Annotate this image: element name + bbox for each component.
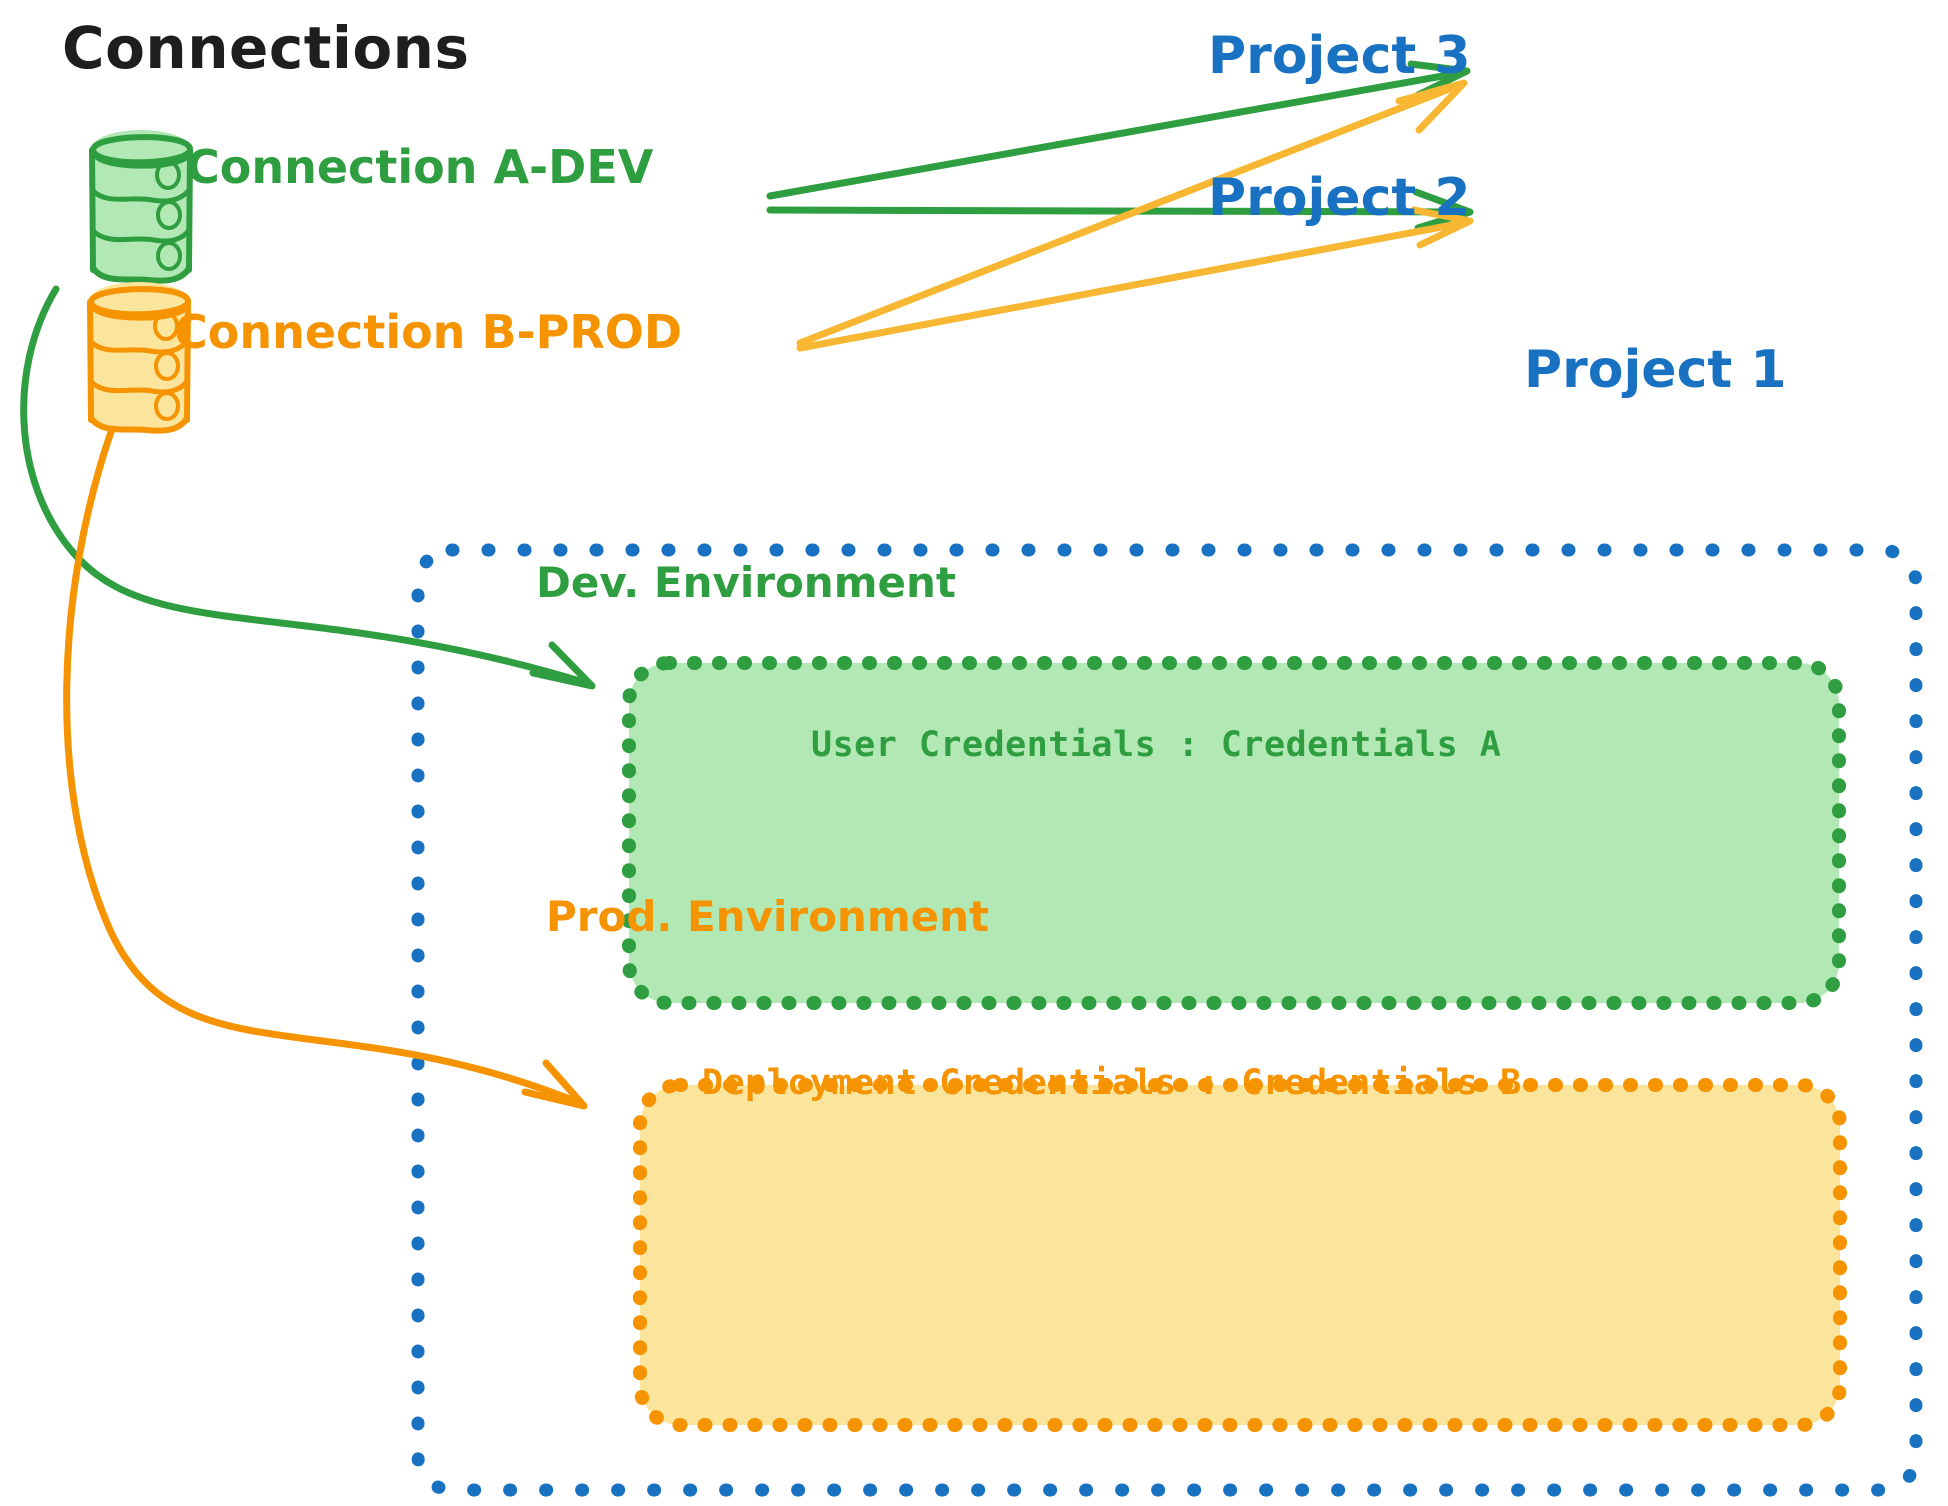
edge-b-prod-to-prod-environment — [63, 425, 588, 1110]
edge-b-prod-to-project-3-line — [796, 80, 1466, 347]
prod-environment-title: Prod. Environment — [546, 892, 990, 941]
db-a-top-ring-inner — [92, 151, 192, 169]
prod-environment-box[interactable] — [633, 1078, 1847, 1432]
db-b-left-wall — [87, 299, 94, 423]
project-1-container-border — [411, 543, 1923, 1497]
dev-environment-border — [622, 656, 1846, 1010]
db-a-divider-2 — [90, 227, 192, 244]
edge-b-prod-to-prod-environment-arrowhead — [521, 1059, 588, 1110]
db-b-divider-2 — [88, 378, 190, 395]
db-b-body-fill — [90, 300, 188, 432]
edge-a-dev-to-dev-environment-arrowhead — [529, 641, 596, 690]
db-a-led-3 — [156, 241, 182, 271]
db-b-led-2 — [154, 351, 180, 381]
edge-b-prod-to-project-3-arrowhead — [1395, 79, 1468, 134]
db-a-bottom — [90, 265, 192, 284]
edge-a-dev-to-project-2-line — [766, 206, 1472, 216]
db-a-left-wall — [89, 147, 96, 273]
project-1-container — [411, 543, 1923, 1497]
edge-a-dev-to-project-2-arrowhead — [1412, 188, 1474, 232]
dev-environment-credentials: User Credentials : Credentials A — [811, 725, 1502, 765]
project-1-label[interactable]: Project 1 — [1524, 340, 1787, 400]
edge-b-prod-to-project-3 — [796, 79, 1468, 347]
prod-environment-fill — [640, 1085, 1840, 1425]
prod-environment-credentials: Deployment Credentials : Credentials B — [702, 1063, 1522, 1103]
db-a-body-fill — [92, 148, 190, 282]
dev-environment-fill — [629, 663, 1839, 1003]
connection-b-prod-label[interactable]: Connection B-PROD — [174, 305, 683, 359]
edge-a-dev-to-project-3-line — [766, 68, 1469, 200]
connection-a-dev-label[interactable]: Connection A-DEV — [186, 140, 654, 194]
dev-environment-title: Dev. Environment — [536, 558, 956, 607]
db-b-divider-1 — [88, 338, 190, 355]
dev-environment-box[interactable] — [622, 656, 1846, 1010]
db-b-led-3 — [154, 391, 180, 421]
edge-b-prod-to-project-2 — [796, 206, 1474, 352]
prod-environment-border — [633, 1078, 1847, 1432]
edge-a-dev-to-project-2 — [766, 188, 1474, 232]
edge-b-prod-to-project-2-line — [796, 218, 1472, 352]
edge-b-prod-to-project-2-arrowhead — [1410, 206, 1474, 249]
db-b-bottom — [88, 415, 190, 434]
connection-a-dev-database-icon[interactable] — [89, 130, 193, 284]
edge-a-dev-to-project-3 — [766, 60, 1471, 200]
db-a-led-1 — [155, 160, 181, 190]
db-a-led-2 — [156, 200, 182, 230]
db-a-divider-1 — [90, 187, 192, 204]
db-b-top-ring-inner — [90, 303, 190, 321]
db-a-right-wall — [186, 147, 193, 273]
edge-a-dev-to-project-3-arrowhead — [1407, 60, 1471, 99]
edge-a-dev-to-dev-environment — [20, 285, 596, 690]
project-2-label[interactable]: Project 2 — [1208, 168, 1471, 228]
edge-a-dev-to-dev-environment-line — [20, 285, 594, 688]
connection-b-prod-database-icon[interactable] — [87, 282, 191, 434]
edge-b-prod-to-prod-environment-line — [63, 425, 586, 1108]
db-b-right-wall — [184, 299, 191, 423]
project-3-label[interactable]: Project 3 — [1208, 26, 1471, 86]
db-b-led-1 — [153, 311, 179, 341]
page-title: Connections — [62, 14, 470, 82]
